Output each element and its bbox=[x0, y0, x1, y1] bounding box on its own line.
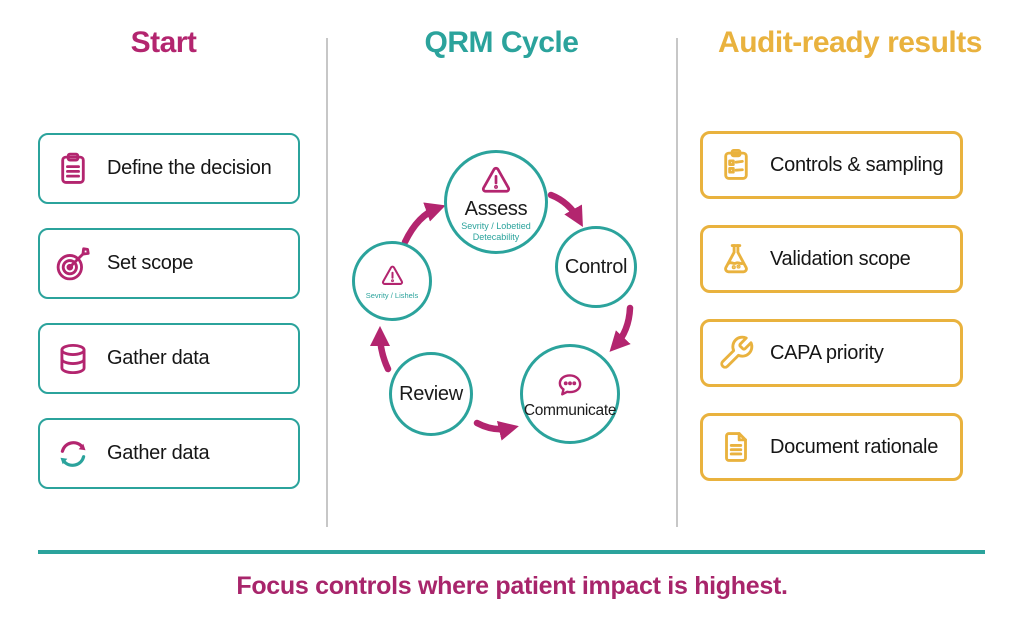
result-card-capa-priority: CAPA priority bbox=[700, 319, 963, 387]
cycle-node-control: Control bbox=[555, 226, 637, 308]
card-label: Document rationale bbox=[770, 435, 939, 458]
node-label: Review bbox=[399, 382, 463, 405]
result-card-validation-scope: Validation scope bbox=[700, 225, 963, 293]
card-label: Set scope bbox=[107, 252, 194, 274]
cycle-node-assess: Assess Sevrity / Lobetied Detecability bbox=[444, 150, 548, 254]
card-label: Controls & sampling bbox=[770, 153, 944, 176]
start-card-gather-data-2: Gather data bbox=[38, 418, 300, 489]
database-icon bbox=[54, 340, 92, 378]
start-card-define-decision: Define the decision bbox=[38, 133, 300, 204]
cycle-arrow bbox=[401, 202, 446, 246]
cycle-arrow bbox=[547, 191, 583, 228]
warning-icon bbox=[379, 262, 406, 289]
result-card-controls-sampling: Controls & sampling bbox=[700, 131, 963, 199]
node-label: Control bbox=[564, 255, 628, 278]
node-label: Assess bbox=[464, 197, 528, 220]
node-label: Communicate bbox=[523, 401, 617, 419]
flask-icon bbox=[717, 240, 755, 278]
column-title-start: Start bbox=[130, 26, 197, 59]
cycle-node-communicate: Communicate bbox=[520, 344, 620, 444]
sync-icon bbox=[54, 435, 92, 473]
target-icon bbox=[54, 245, 92, 283]
cycle-node-review: Review bbox=[389, 352, 473, 436]
card-label: CAPA priority bbox=[770, 341, 884, 364]
footer-tagline: Focus controls where patient impact is h… bbox=[236, 572, 788, 600]
card-label: Validation scope bbox=[770, 247, 911, 270]
cycle-arrow bbox=[609, 304, 634, 352]
column-title-qrm-cycle: QRM Cycle bbox=[424, 26, 579, 59]
node-sublabel: Sevrity / Lishels bbox=[365, 291, 419, 300]
document-icon bbox=[717, 428, 755, 466]
divider-right bbox=[676, 38, 678, 527]
card-label: Gather data bbox=[107, 442, 210, 464]
result-card-document-rationale: Document rationale bbox=[700, 413, 963, 481]
cycle-node-severity: Sevrity / Lishels bbox=[352, 241, 432, 321]
card-label: Gather data bbox=[107, 347, 210, 369]
chat-bubble-icon bbox=[554, 369, 586, 401]
wrench-icon bbox=[717, 334, 755, 372]
node-sublabel: Sevrity / Lobetied Detecability bbox=[461, 220, 531, 242]
start-card-gather-data: Gather data bbox=[38, 323, 300, 394]
checklist-icon bbox=[717, 146, 755, 184]
column-title-results: Audit-ready results bbox=[718, 26, 982, 59]
start-card-set-scope: Set scope bbox=[38, 228, 300, 299]
cycle-arrow bbox=[473, 419, 519, 441]
clipboard-icon bbox=[54, 150, 92, 188]
cycle-arrow bbox=[369, 325, 392, 373]
card-label: Define the decision bbox=[107, 157, 272, 179]
footer-rule bbox=[38, 550, 985, 554]
divider-left bbox=[326, 38, 328, 527]
warning-icon bbox=[478, 162, 514, 198]
